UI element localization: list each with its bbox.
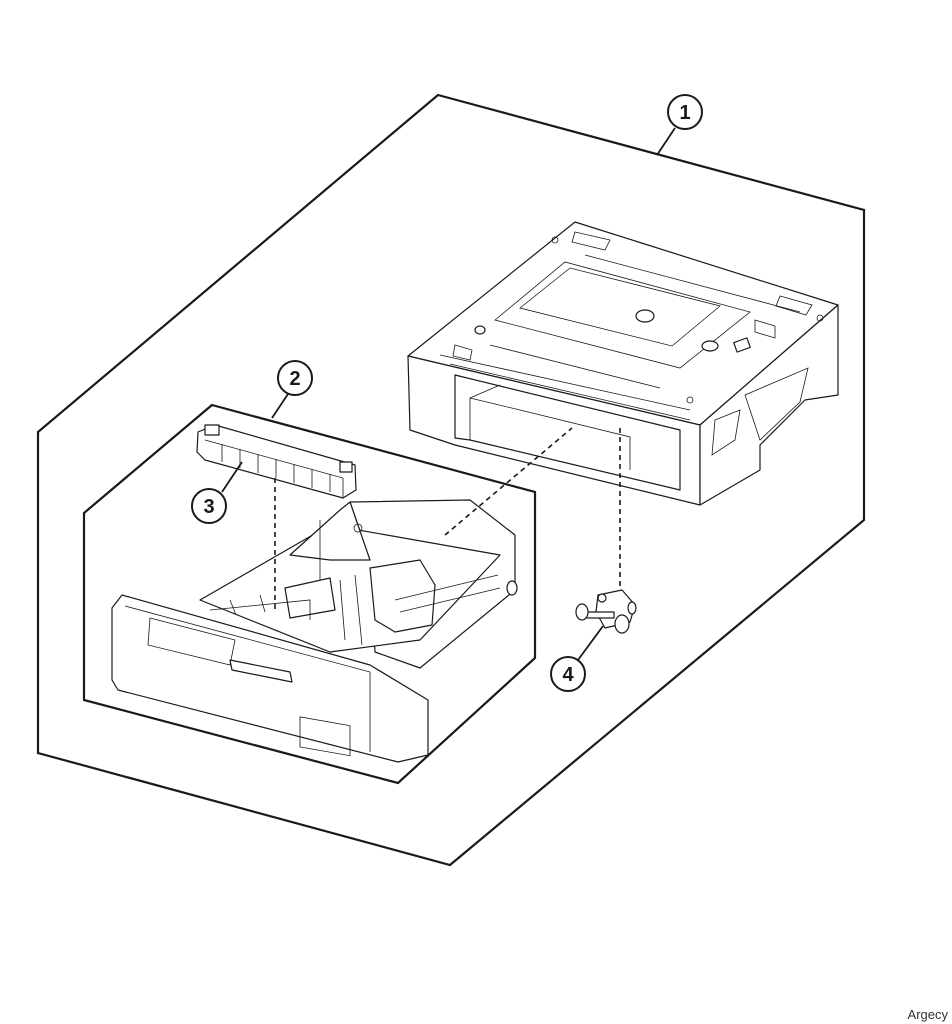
callout-1-label: 1 [679,102,690,124]
callout-2-label: 2 [289,368,300,390]
pick-roller-assembly [575,589,637,634]
separator-pad [196,424,357,499]
assembly-2-boundary [82,403,537,785]
callout-1: 1 [656,94,703,156]
callout-3: 3 [191,461,243,524]
watermark-text: Argecy [907,1007,948,1022]
callout-2: 2 [271,360,313,419]
callout-3-label: 3 [203,496,214,518]
assembly-1-boundary [36,93,866,867]
tray-housing [407,221,839,506]
dash-tray-to-housing [444,427,573,536]
callout-4: 4 [550,625,604,692]
callout-4-label: 4 [562,664,574,686]
paper-tray [111,499,518,763]
